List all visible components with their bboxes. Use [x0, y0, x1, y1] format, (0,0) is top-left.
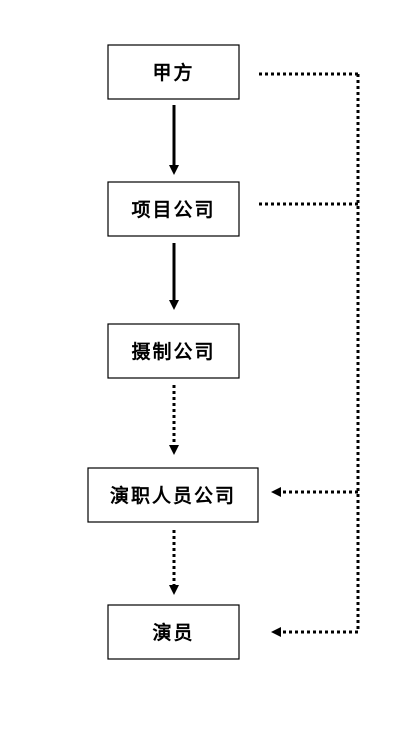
node-project-company-box: [107, 181, 240, 237]
node-project-company: 项目公司: [107, 181, 240, 237]
node-actor-box: [107, 604, 240, 660]
node-talent-agency: 演职人员公司: [87, 467, 259, 523]
node-production-company: 摄制公司: [107, 323, 240, 379]
node-jiafang-label: 甲方: [152, 61, 194, 84]
node-actor: 演员: [107, 604, 240, 660]
node-production-company-label: 摄制公司: [131, 340, 215, 363]
node-jiafang: 甲方: [107, 44, 240, 100]
node-talent-agency-label: 演职人员公司: [110, 484, 236, 507]
node-project-company-label: 项目公司: [131, 199, 215, 221]
node-actor-label: 演员: [152, 621, 194, 644]
node-talent-agency-box: [87, 467, 259, 523]
node-jiafang-box: [107, 44, 240, 100]
node-production-company-box: [107, 323, 240, 379]
